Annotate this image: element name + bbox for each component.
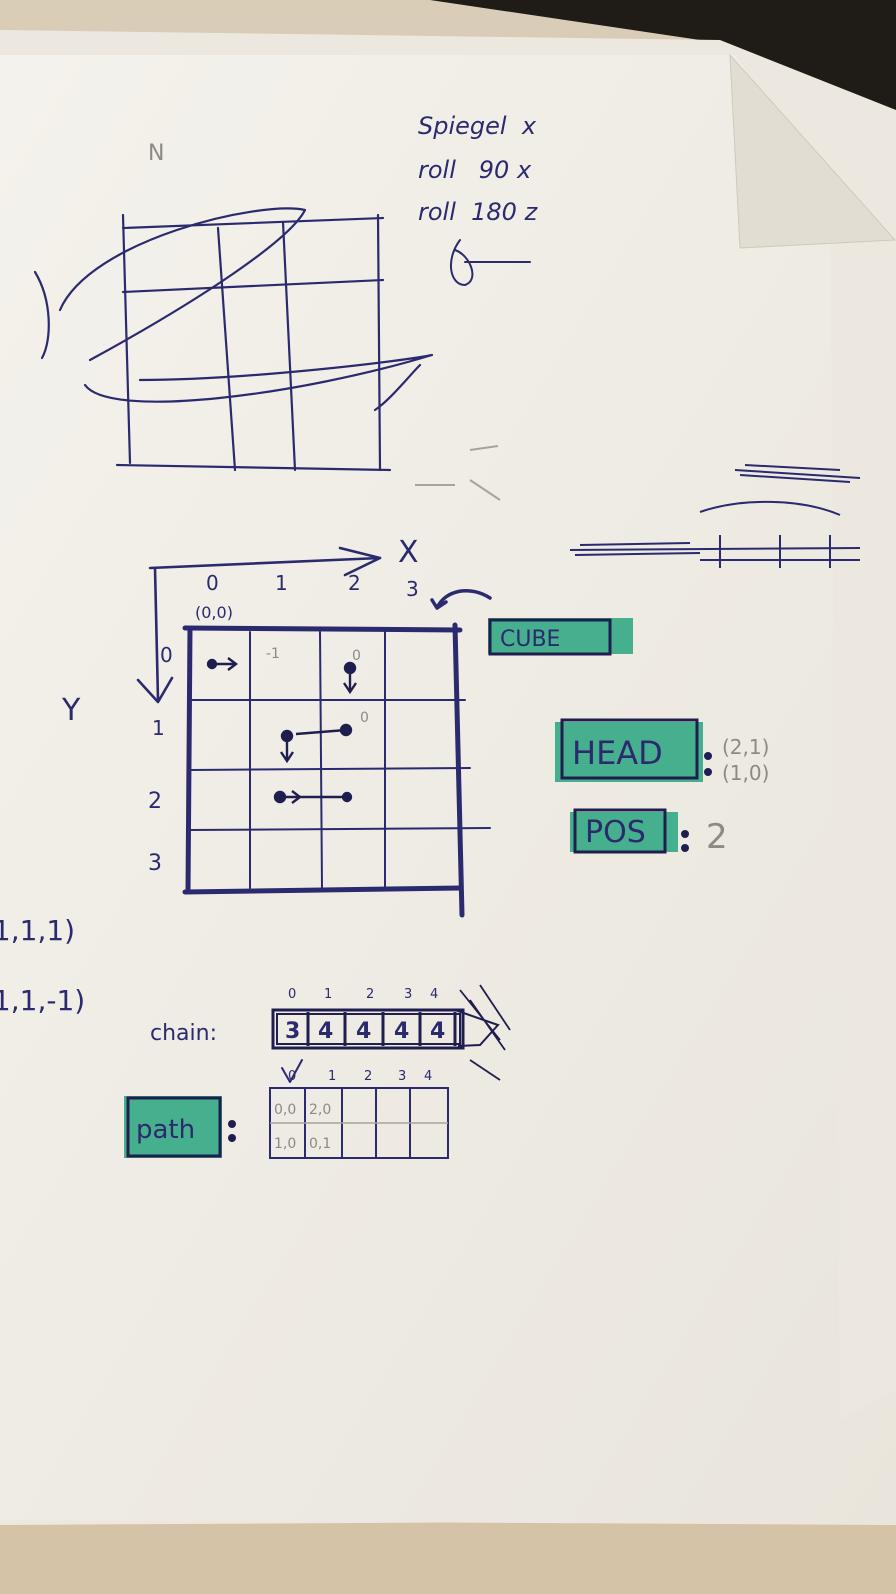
path-table-grid <box>269 1087 449 1159</box>
path-r2-c1: 0,1 <box>309 1136 331 1152</box>
inner-mark-2: 0 <box>352 648 361 664</box>
crossed-out-scribble <box>569 464 861 568</box>
inner-mark-1: -1 <box>266 646 280 662</box>
origin-label: (0,0) <box>195 603 233 622</box>
chain-index-1: 1 <box>324 987 332 1002</box>
y-axis-label: Y <box>61 693 81 728</box>
chain-index-0: 0 <box>288 987 296 1002</box>
left-tuple-2: (1,1,-1) <box>0 984 85 1017</box>
rotate-arrow <box>430 589 492 610</box>
x-axis-label: X <box>398 535 419 570</box>
path-r1-c0: 0,0 <box>274 1102 296 1118</box>
y-tick-0: 0 <box>160 643 173 667</box>
y-tick-2: 2 <box>148 789 162 814</box>
top-grid-sketch <box>58 207 434 472</box>
note-line-3: roll 180 z <box>418 198 539 226</box>
corner-mark-text: N <box>148 141 164 166</box>
check-mark <box>281 1059 303 1083</box>
signature-scribble <box>449 239 531 286</box>
path-label: path <box>136 1115 195 1145</box>
pos-label: POS <box>585 815 646 850</box>
chain-cell-3: 4 <box>394 1019 409 1044</box>
y-tick-1: 1 <box>152 716 165 740</box>
x-tick-0: 0 <box>206 571 219 595</box>
path-index-1: 1 <box>328 1069 336 1084</box>
path-arrows <box>206 657 357 804</box>
chain-label: chain: <box>150 1021 217 1046</box>
pos-value: 2 <box>706 817 728 857</box>
chain-index-3: 3 <box>404 987 412 1002</box>
path-r2-c0: 1,0 <box>274 1136 296 1152</box>
chain-cell-4: 4 <box>430 1019 445 1044</box>
path-index-4: 4 <box>424 1069 432 1084</box>
x-tick-3: 3 <box>406 577 419 601</box>
path-label-box <box>124 1096 222 1158</box>
y-tick-3: 3 <box>148 851 162 876</box>
path-r1-c1: 2,0 <box>309 1102 331 1118</box>
cube-label: CUBE <box>500 627 560 652</box>
chain-index-2: 2 <box>366 987 374 1002</box>
head-value-1: (2,1) <box>722 735 769 759</box>
left-bracket <box>33 270 50 360</box>
chain-cell-2: 4 <box>356 1019 371 1044</box>
chain-cell-1: 4 <box>318 1019 333 1044</box>
note-line-1: Spiegel x <box>418 112 537 140</box>
head-label: HEAD <box>572 734 663 772</box>
head-label-box <box>555 718 703 782</box>
chain-cell-0: 3 <box>285 1019 300 1044</box>
head-value-2: (1,0) <box>722 761 769 785</box>
pos-label-box <box>570 808 678 854</box>
cube-grid <box>182 622 491 918</box>
cube-label-box <box>488 618 633 656</box>
path-index-2: 2 <box>364 1069 372 1084</box>
path-index-3: 3 <box>398 1069 406 1084</box>
x-tick-1: 1 <box>275 571 288 595</box>
chain-array <box>271 984 511 1081</box>
inner-mark-3: 0 <box>360 710 369 726</box>
note-line-2: roll 90 x <box>418 156 532 184</box>
paper-sheet <box>0 55 896 1525</box>
x-tick-2: 2 <box>348 571 361 595</box>
chain-index-4: 4 <box>430 987 438 1002</box>
left-tuple-1: (1,1,1) <box>0 914 75 947</box>
folded-corner <box>729 53 896 249</box>
axes-arrows <box>136 546 382 704</box>
